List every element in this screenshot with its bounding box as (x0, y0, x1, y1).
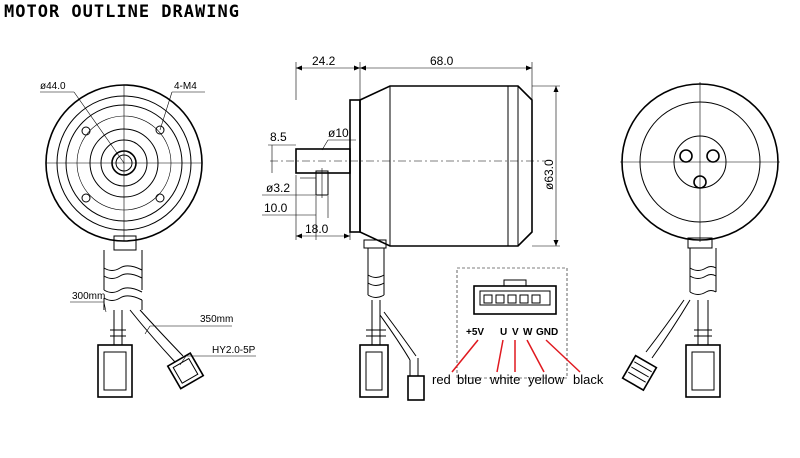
pinout-frame (456, 267, 568, 379)
mount-holes-label: 4-M4 (174, 81, 197, 92)
rear-hole-2 (706, 149, 720, 163)
hall-connector (166, 352, 205, 390)
wire-color-blue: blue (457, 372, 482, 387)
rear-main-connector (685, 344, 721, 398)
dim-18-0: 18.0 (305, 222, 329, 236)
drawing-title: MOTOR OUTLINE DRAWING (4, 2, 240, 22)
hall-connector-side (407, 375, 425, 401)
mount-hole-1 (81, 126, 91, 136)
cable-boot (113, 235, 137, 251)
dim-shaft-dia: ø10 (328, 126, 349, 140)
dim-keyway-dia: ø3.2 (266, 181, 290, 195)
connector-housing (473, 285, 557, 315)
mount-hole-2 (155, 125, 165, 135)
rear-hall-connector (621, 354, 658, 392)
wire-color-black: black (573, 372, 604, 387)
mount-hole-3 (81, 193, 91, 203)
connector-type-label: HY2.0-5P (212, 345, 256, 356)
pin-label-u: U (500, 327, 507, 338)
mount-hole-4 (155, 193, 165, 203)
mount-flange-side (349, 99, 361, 233)
connector-pinout: +5V U V W GND red blue white yellow blac… (432, 267, 604, 387)
pin-label-w: W (523, 327, 533, 338)
dim-10-0: 10.0 (264, 201, 288, 215)
wire-color-red: red (432, 372, 451, 387)
dim-24-2: 24.2 (312, 54, 336, 68)
cable-length-350: 350mm (200, 314, 233, 325)
pin-label-gnd: GND (536, 327, 558, 338)
main-connector-side (359, 344, 389, 398)
rear-hole-1 (679, 149, 693, 163)
motor-body-side (359, 85, 533, 247)
cable-length-300: 300mm (72, 291, 105, 302)
pin-label-v: V (512, 327, 519, 338)
front-view: ø44.0 4-M4 300mm 35 (40, 81, 256, 398)
main-connector (97, 344, 133, 398)
rear-view (620, 82, 780, 398)
front-dia-label: ø44.0 (40, 81, 66, 92)
dim-8-5: 8.5 (270, 130, 287, 144)
side-view: 24.2 68.0 8.5 ø10 ø3.2 10.0 18.0 ø63.0 (262, 54, 560, 401)
dim-body-dia: ø63.0 (542, 159, 556, 190)
wire-color-white: white (489, 372, 520, 387)
pin-label-5v: +5V (466, 327, 484, 338)
dim-68-0: 68.0 (430, 54, 454, 68)
wire-color-yellow: yellow (528, 372, 565, 387)
